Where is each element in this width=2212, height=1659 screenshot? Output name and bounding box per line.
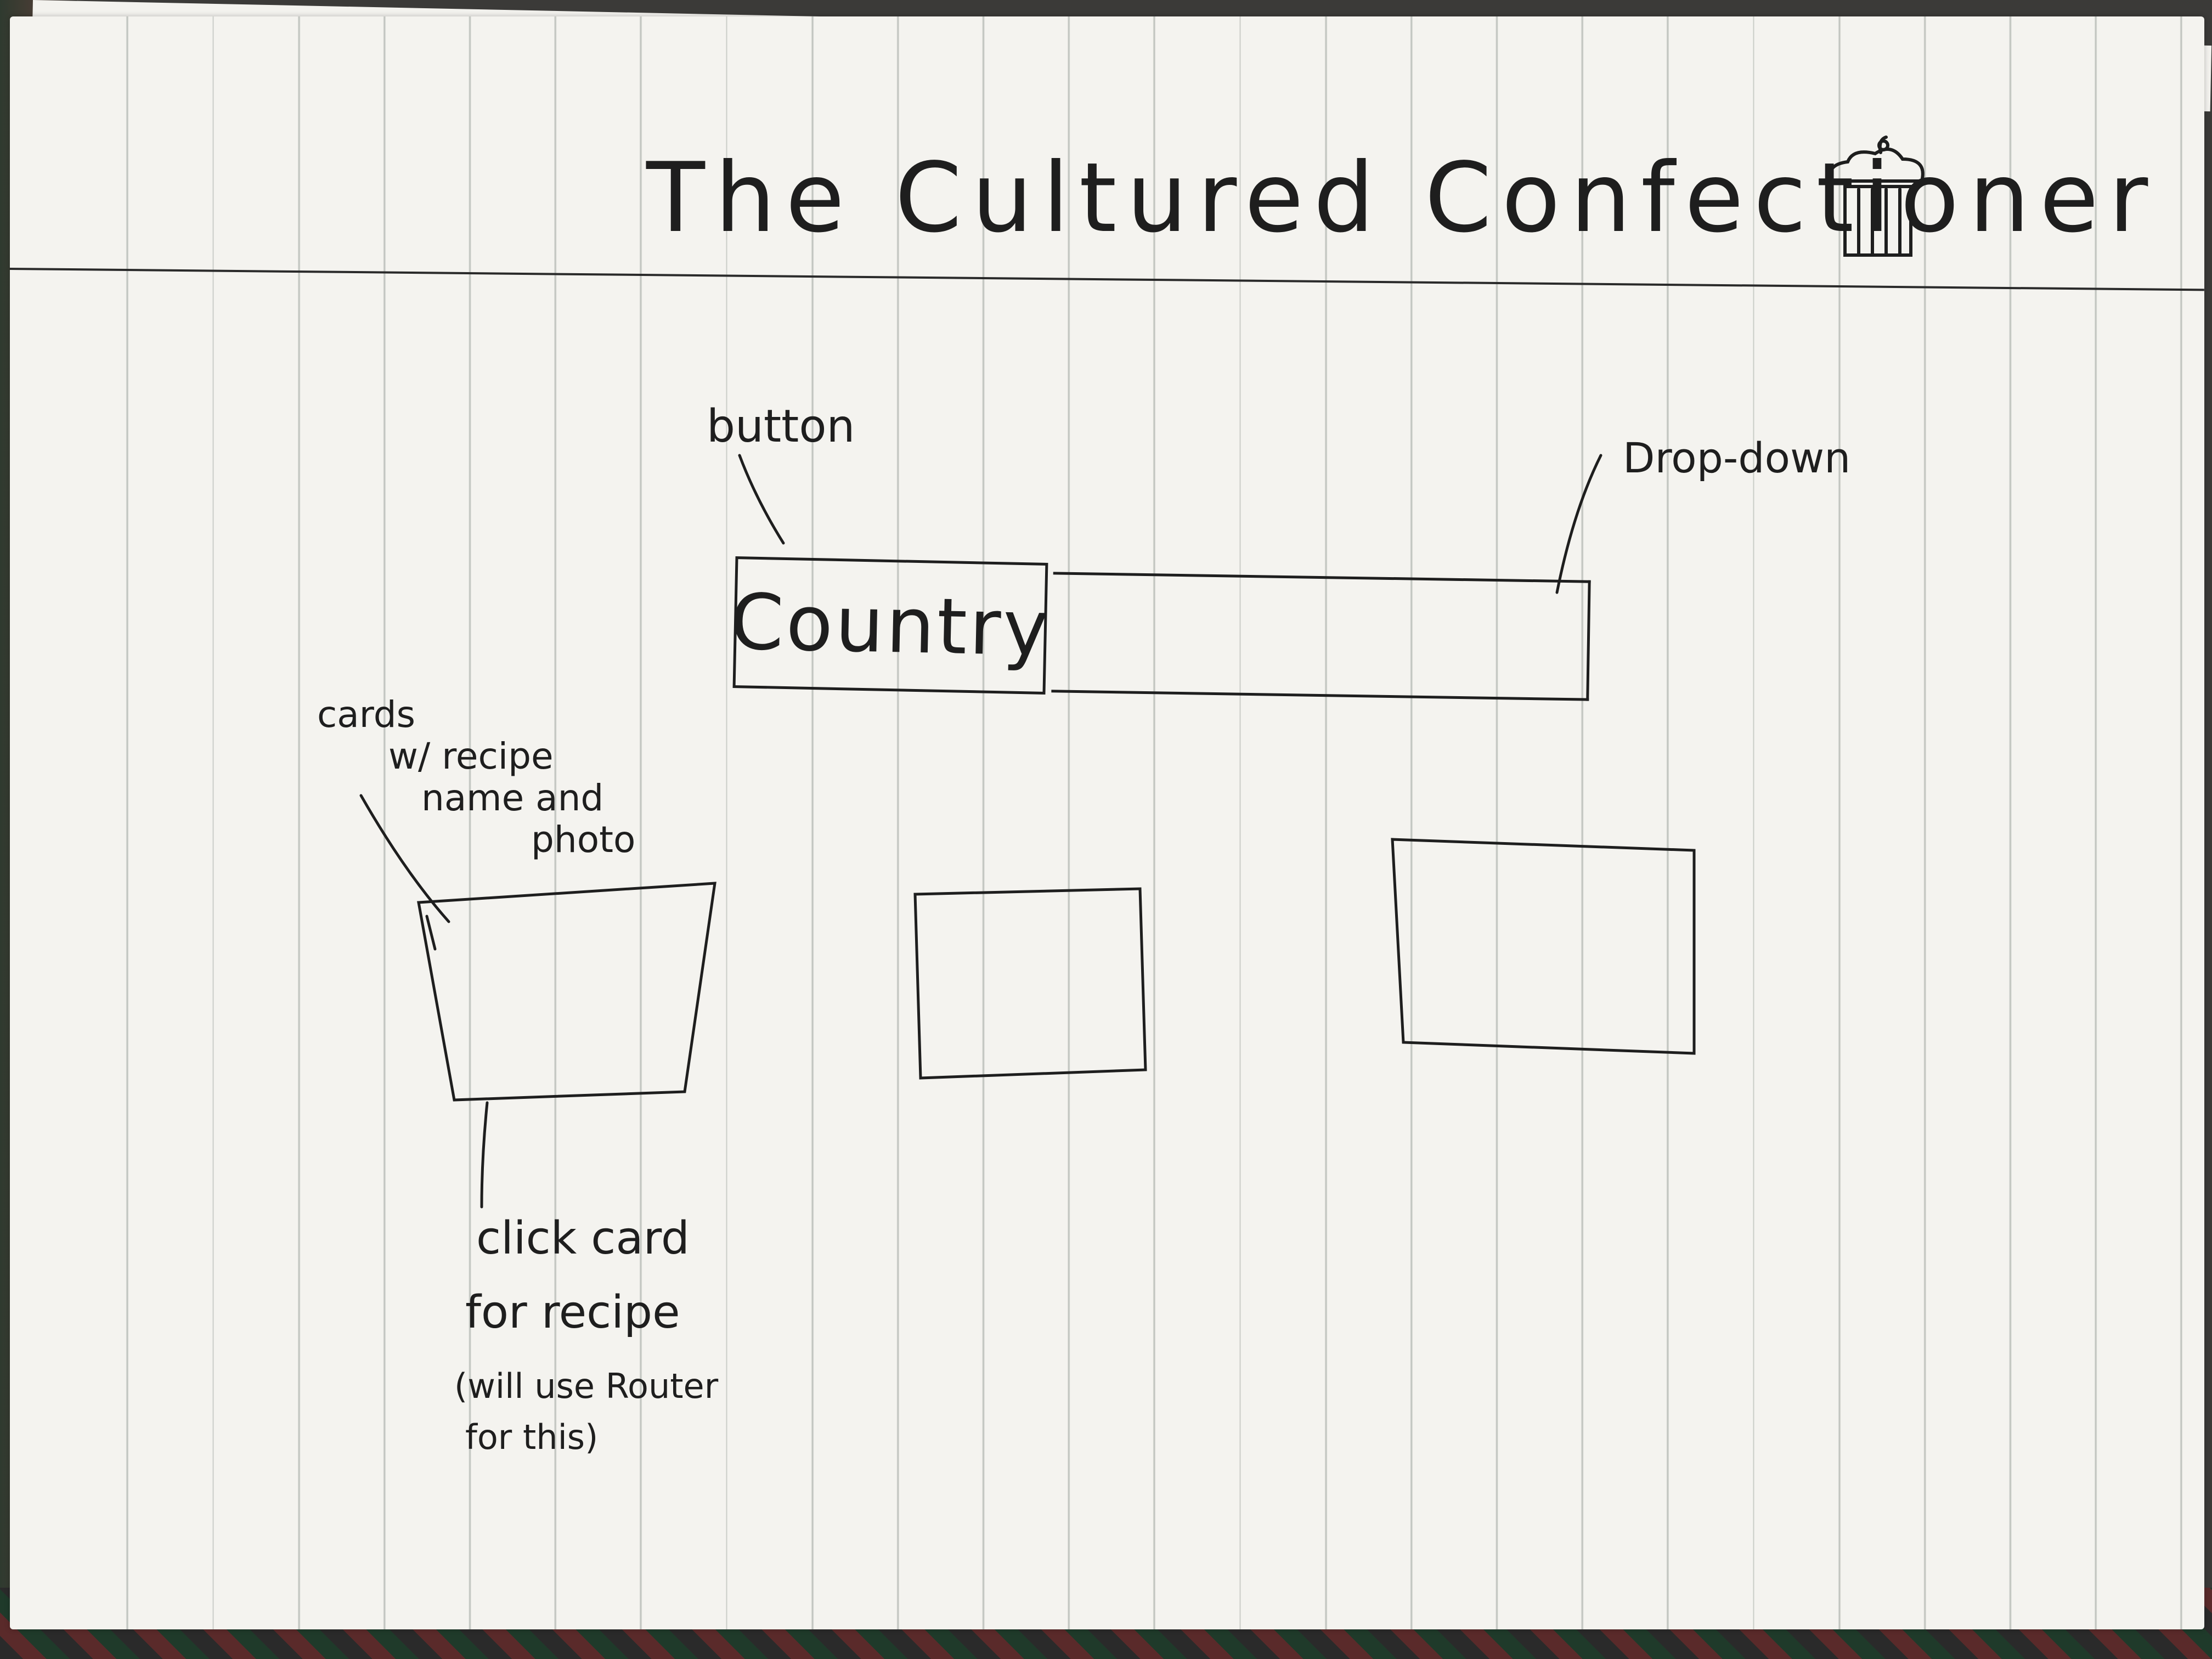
leader-line-cards <box>359 794 450 923</box>
site-title: The Cultured Confectioner <box>646 143 2158 254</box>
annotation-click-line: click card <box>476 1212 690 1265</box>
annotation-cards-line: photo <box>531 819 636 861</box>
cupcake-icon <box>1829 136 1925 257</box>
notebook-page: The Cultured Confectioner button Drop-do… <box>10 16 2204 1629</box>
recipe-card-outline <box>417 882 716 1102</box>
annotation-click-line: for recipe <box>465 1286 680 1339</box>
annotation-cards-line: cards <box>317 693 415 736</box>
recipe-card[interactable] <box>925 904 1201 1104</box>
annotation-dropdown: Drop-down <box>1623 433 1851 482</box>
annotation-cards: cards w/ recipe name and photo <box>317 697 635 858</box>
sketch-overlay <box>359 454 1696 1209</box>
leader-line-dropdown <box>1555 454 1602 594</box>
recipe-card[interactable] <box>438 900 729 1119</box>
annotation-click-line: (will use Router <box>454 1366 719 1406</box>
annotation-cards-line: w/ recipe <box>388 735 554 777</box>
recipe-card[interactable] <box>1419 854 1712 1066</box>
annotation-button: button <box>707 400 855 453</box>
annotation-click: click card for recipe (will use Router f… <box>454 1212 718 1457</box>
recipe-card-outline <box>1391 838 1696 1055</box>
recipe-card-outline <box>913 887 1147 1080</box>
leader-line-click <box>480 1101 489 1209</box>
leader-line-button <box>738 454 785 545</box>
annotation-click-line: for this) <box>465 1417 599 1457</box>
annotation-cards-line: name and <box>421 777 604 819</box>
